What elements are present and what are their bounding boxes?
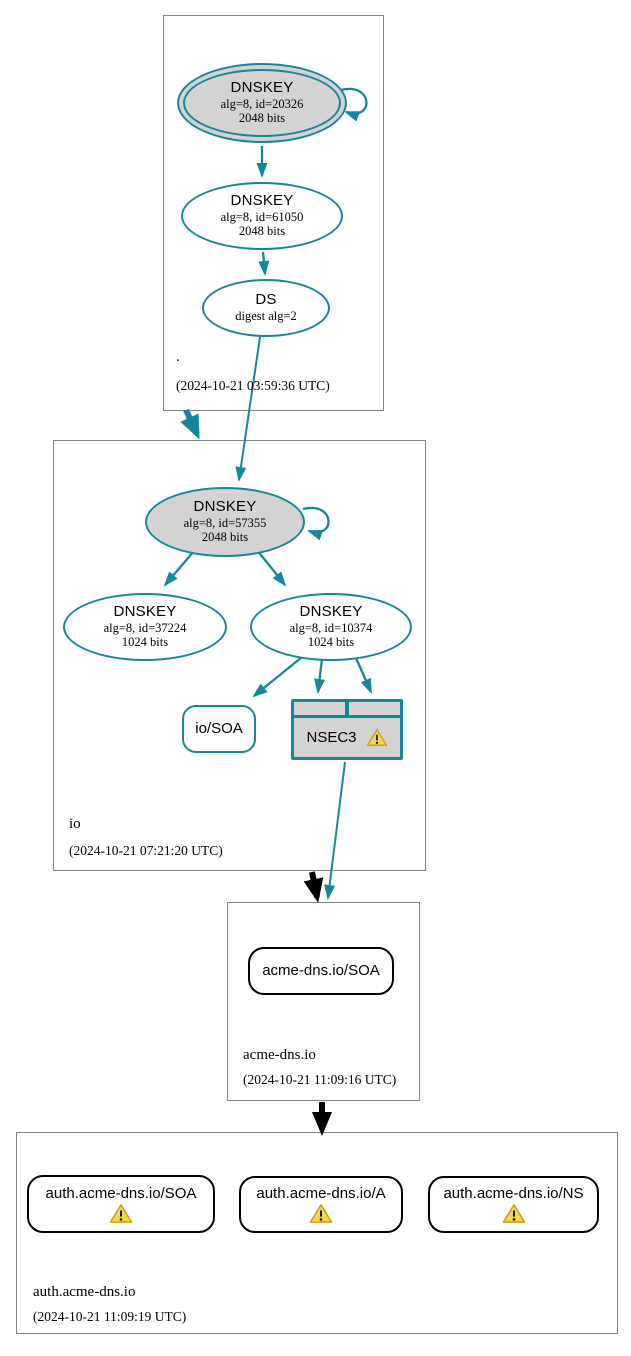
node-attr: 1024 bits [307,635,355,650]
warning-icon [502,1204,525,1223]
zone-timestamp-root: (2024-10-21 03:59:36 UTC) [176,378,330,393]
node-title: NSEC3 [306,729,357,746]
zone-name-root: . [176,349,180,365]
node-attr: 1024 bits [121,635,169,650]
edge-io-zsk2-to-nsec3-left [314,658,326,694]
node-attr: 2048 bits [238,111,286,126]
edge-io-zsk2-to-soa [252,656,303,698]
node-title: DNSKEY [113,603,177,620]
nsec3-body: NSEC3 [294,718,400,757]
zone-box-root [163,15,384,411]
zone-name-acme-dns-io: acme-dns.io [243,1047,316,1063]
node-title: auth.acme-dns.io/A [256,1185,386,1202]
warning-icon [366,729,387,746]
node-title: DNSKEY [299,603,363,620]
node-nsec3[interactable]: NSEC3 [291,699,403,760]
edge-io-zsk2-to-nsec3-right [354,657,373,694]
node-attr: digest alg=2 [235,308,297,323]
node-attr: alg=8, id=57355 [183,515,267,530]
node-title: DS [255,291,277,309]
node-title: auth.acme-dns.io/SOA [45,1184,197,1202]
edge-delegation-root-to-io [180,408,200,440]
edge-root-ksk-self-loop [340,87,368,122]
zone-box-io [53,440,426,871]
edge-root-zsk-to-ds [258,251,270,276]
edge-delegation-io-to-acme-dns-io [303,871,324,903]
node-dnskey-37224[interactable]: DNSKEY alg=8, id=37224 1024 bits [63,593,227,661]
edge-io-ksk-to-zsk2 [256,549,287,587]
node-dnskey-61050[interactable]: DNSKEY alg=8, id=61050 2048 bits [181,182,343,250]
node-attr: alg=8, id=10374 [289,620,373,635]
node-dnskey-10374[interactable]: DNSKEY alg=8, id=10374 1024 bits [250,593,412,661]
nsec3-header-row [294,702,400,715]
zone-name-io: io [69,816,81,832]
edge-io-ksk-to-zsk1 [163,550,195,587]
node-attr: alg=8, id=61050 [220,209,304,224]
node-ds[interactable]: DS digest alg=2 [202,279,330,337]
node-title: DNSKEY [230,79,294,96]
node-attr: alg=8, id=37224 [103,620,187,635]
node-io-soa[interactable]: io/SOA [182,705,256,753]
node-title: auth.acme-dns.io/NS [443,1185,584,1202]
warning-icon [109,1203,133,1223]
node-title: io/SOA [195,720,243,737]
zone-timestamp-io: (2024-10-21 07:21:20 UTC) [69,843,223,858]
zone-timestamp-auth-acme-dns-io: (2024-10-21 11:09:19 UTC) [33,1309,187,1324]
warning-icon [309,1204,333,1223]
zone-timestamp-acme-dns-io: (2024-10-21 11:09:16 UTC) [243,1072,397,1087]
node-auth-acme-dns-io-a[interactable]: auth.acme-dns.io/A [239,1176,403,1233]
node-dnskey-57355[interactable]: DNSKEY alg=8, id=57355 2048 bits [145,487,305,557]
zone-name-auth-acme-dns-io: auth.acme-dns.io [33,1284,136,1300]
node-title: acme-dns.io/SOA [262,962,380,979]
node-dnskey-20326[interactable]: DNSKEY alg=8, id=20326 2048 bits [177,63,347,143]
node-title: DNSKEY [230,192,294,209]
node-auth-acme-dns-io-ns[interactable]: auth.acme-dns.io/NS [428,1176,599,1233]
nsec3-cell-left [294,702,345,715]
node-acme-dns-io-soa[interactable]: acme-dns.io/SOA [248,947,394,995]
node-attr: 2048 bits [238,224,286,239]
node-attr: 2048 bits [201,530,249,545]
edge-ds-to-io-ksk [235,336,261,482]
node-attr: alg=8, id=20326 [220,96,304,111]
edge-nsec3-to-acme-dns-io [324,761,346,900]
edge-io-ksk-self-loop [302,506,330,541]
nsec3-cell-right [349,702,400,715]
zone-box-acme-dns-io [227,902,420,1101]
node-title: DNSKEY [193,498,257,515]
node-auth-acme-dns-io-soa[interactable]: auth.acme-dns.io/SOA [27,1175,215,1233]
